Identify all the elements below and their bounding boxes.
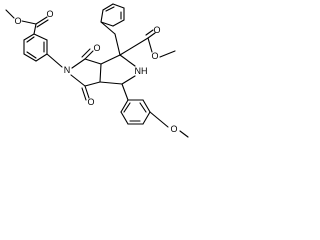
bond-4 bbox=[33, 23, 37, 35]
bond-lines bbox=[5, 3, 189, 138]
atom-o-ester-top-methoxy: O bbox=[14, 16, 21, 26]
bond-39 bbox=[147, 32, 156, 39]
bond-5 bbox=[33, 33, 48, 41]
bond-20 bbox=[84, 50, 94, 60]
bond-3 bbox=[36, 19, 49, 28]
bond-36 bbox=[105, 6, 115, 12]
bond-19 bbox=[70, 74, 86, 87]
bond-52 bbox=[123, 102, 131, 113]
atom-nh-amine: NH bbox=[135, 66, 148, 76]
bond-2 bbox=[35, 16, 48, 25]
bond-10 bbox=[23, 33, 35, 41]
molecule-diagram: O O N O O NH O O O bbox=[5, 3, 189, 138]
bond-38 bbox=[119, 37, 149, 56]
bond-14 bbox=[46, 53, 63, 68]
bond-30 bbox=[100, 9, 104, 23]
atom-o-ester-right-methoxy: O bbox=[151, 51, 158, 61]
bond-49 bbox=[120, 99, 129, 113]
bond-34 bbox=[112, 19, 125, 27]
bond-42 bbox=[159, 50, 176, 58]
bond-48 bbox=[120, 111, 129, 125]
bond-1 bbox=[21, 20, 37, 25]
bond-32 bbox=[112, 3, 125, 9]
bond-27 bbox=[99, 81, 123, 85]
atom-o-imide-top: O bbox=[93, 43, 100, 53]
bond-40 bbox=[145, 29, 154, 36]
atom-labels: O O N O O NH O O O bbox=[14, 9, 177, 134]
atom-n-imide: N bbox=[64, 65, 71, 75]
atom-o-methoxy-phenyl: O bbox=[170, 124, 177, 134]
bond-15 bbox=[71, 58, 86, 69]
atom-o-ester-right-carbonyl: O bbox=[153, 25, 160, 35]
bond-0 bbox=[5, 9, 15, 19]
bond-26 bbox=[121, 75, 136, 85]
bond-16 bbox=[84, 58, 102, 65]
atom-o-ester-top-carbonyl: O bbox=[46, 9, 53, 19]
bond-31 bbox=[102, 3, 114, 11]
bond-28 bbox=[114, 33, 121, 56]
bond-25 bbox=[119, 54, 136, 67]
bond-7 bbox=[35, 53, 48, 62]
bond-8 bbox=[23, 53, 37, 62]
bond-50 bbox=[139, 102, 147, 113]
bond-17 bbox=[99, 63, 102, 83]
bond-22 bbox=[84, 85, 90, 99]
bond-18 bbox=[84, 81, 101, 87]
bond-12 bbox=[26, 51, 37, 59]
bond-29 bbox=[100, 21, 116, 35]
bond-21 bbox=[81, 48, 91, 58]
bond-54 bbox=[179, 130, 189, 138]
bond-53 bbox=[149, 111, 169, 128]
bond-23 bbox=[81, 87, 87, 101]
bond-46 bbox=[142, 111, 151, 125]
bond-43 bbox=[121, 83, 129, 101]
bond-13 bbox=[26, 36, 35, 43]
bond-35 bbox=[100, 21, 114, 27]
atom-o-imide-bottom: O bbox=[87, 97, 94, 107]
bond-24 bbox=[100, 54, 121, 65]
bond-45 bbox=[142, 99, 151, 113]
bond-41 bbox=[147, 37, 153, 53]
